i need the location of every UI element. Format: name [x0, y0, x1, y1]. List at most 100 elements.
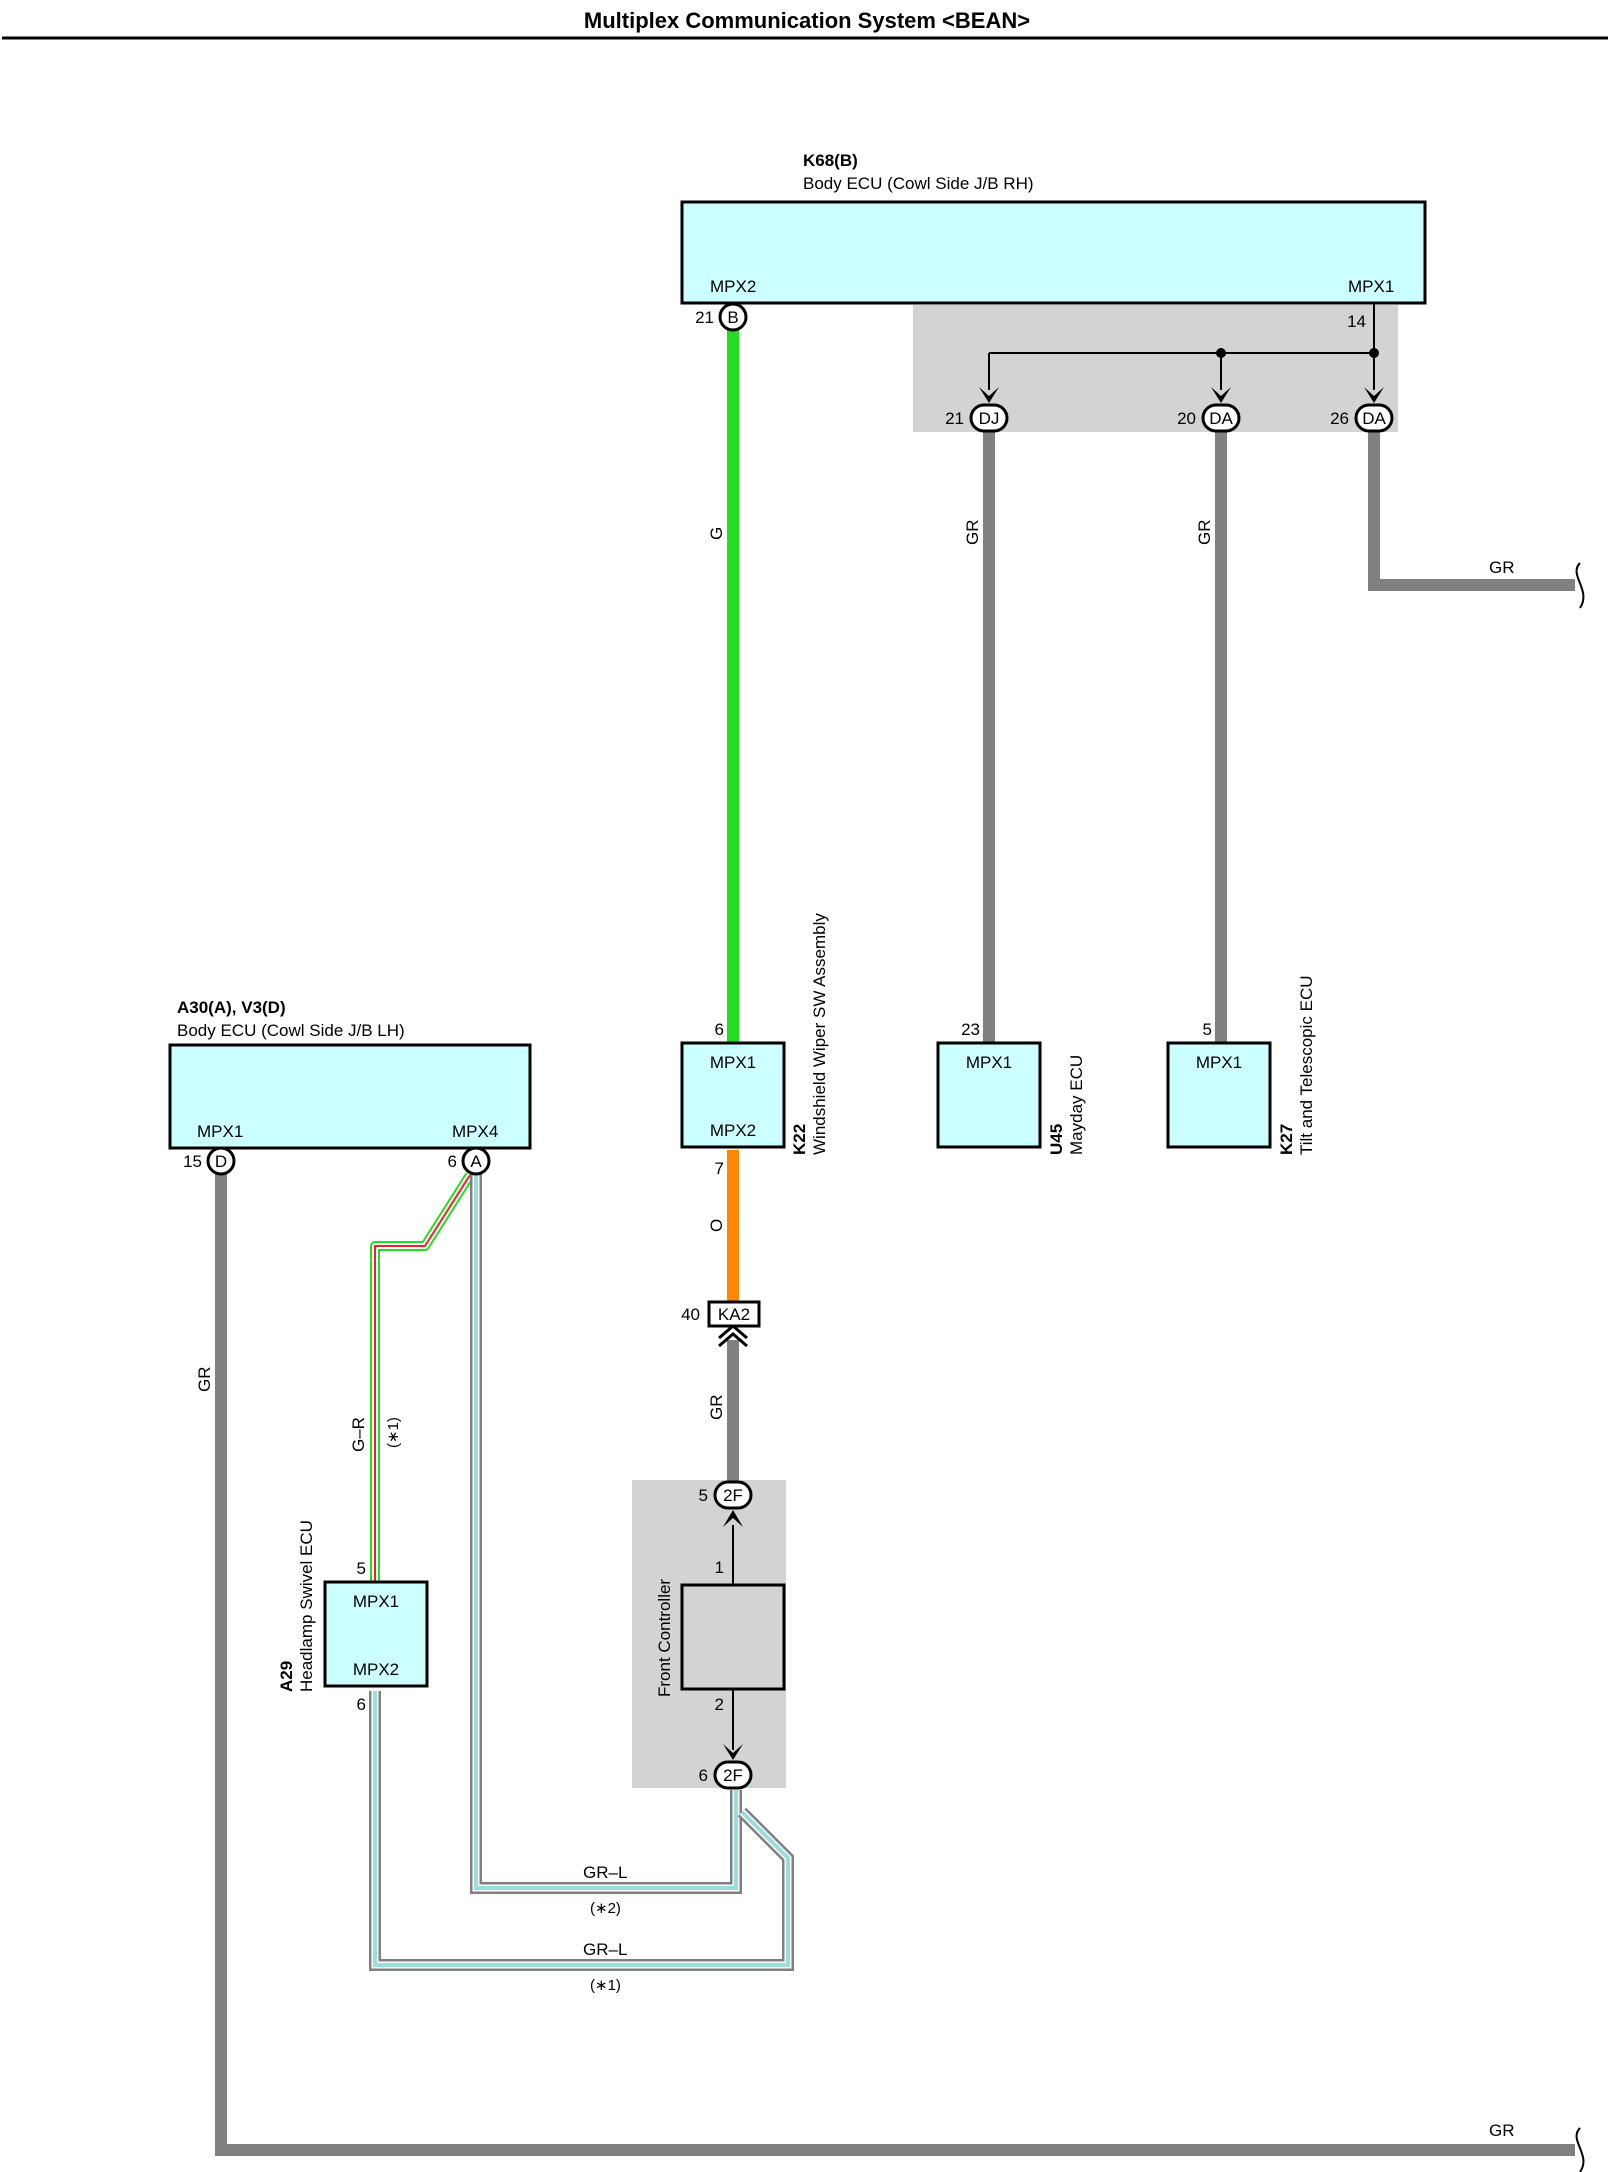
wire-gr-l-2-label: GR–L	[583, 1863, 627, 1882]
wire-da2-gr[interactable]	[1368, 430, 1575, 591]
connector-a30-d[interactable]	[206, 1146, 236, 1176]
wire-ka2-gr-label: GR	[707, 1395, 726, 1421]
connector-da-26[interactable]	[1354, 403, 1394, 433]
wire-g-r-core	[372, 1173, 473, 1582]
wire-break-bottom	[1575, 2127, 1585, 2172]
front-controller-name: Front Controller	[655, 1579, 674, 1697]
connector-2f-top-label: 2F	[723, 1486, 743, 1505]
a29-port-mpx1: MPX1	[353, 1592, 399, 1611]
ka2-chevron-1	[718, 1324, 748, 1340]
front-controller-pin-1: 1	[715, 1558, 724, 1577]
a29-pin-top: 5	[357, 1559, 366, 1578]
k68-code: K68(B)	[803, 151, 858, 170]
arrow-2f-down	[723, 1744, 743, 1760]
a29-name: Headlamp Swivel ECU	[297, 1520, 316, 1692]
wire-gr-l-1-label: GR–L	[583, 1940, 627, 1959]
k27-port-mpx1: MPX1	[1196, 1053, 1242, 1072]
k27-pin: 5	[1203, 1020, 1212, 1039]
connector-a30-a-label: A	[470, 1152, 482, 1171]
wire-gr-l-2-note: (∗2)	[590, 1900, 621, 1917]
wire-gr-l-2-stripe	[474, 1171, 738, 1890]
connector-da-20-label: DA	[1209, 409, 1233, 428]
wire-g-label: G	[707, 527, 726, 540]
ka2-chevron-2	[718, 1332, 748, 1348]
arrow-2f-up	[723, 1510, 743, 1527]
connector-k68-b-pin: 21	[695, 308, 714, 327]
front-controller-pin-2: 2	[715, 1695, 724, 1714]
u45-mayday-ecu-box[interactable]	[936, 1041, 1042, 1149]
connector-a30-d-label: D	[215, 1152, 227, 1171]
a29-headlamp-ecu-box[interactable]	[323, 1580, 429, 1688]
a30-code: A30(A), V3(D)	[177, 998, 286, 1017]
arrow-da1	[1211, 387, 1231, 403]
wire-break-top	[1575, 562, 1585, 609]
k27-tilt-ecu-box[interactable]	[1166, 1041, 1272, 1149]
connector-da-20[interactable]	[1201, 403, 1241, 433]
connector-da-26-label: DA	[1362, 409, 1386, 428]
wire-gr-l-1-stripe	[373, 1691, 790, 1967]
k22-port-mpx2: MPX2	[710, 1121, 756, 1140]
k27-name: Tilt and Telescopic ECU	[1297, 975, 1316, 1155]
connector-da-20-pin: 20	[1177, 409, 1196, 428]
connector-2f-bottom-label: 2F	[723, 1766, 743, 1785]
connector-dj[interactable]	[969, 403, 1009, 433]
connector-da-26-pin: 26	[1330, 409, 1349, 428]
u45-pin: 23	[961, 1020, 980, 1039]
k68-body-ecu-box[interactable]	[680, 200, 1427, 305]
wire-dj-gr-label: GR	[963, 520, 982, 546]
connector-2f-top[interactable]	[713, 1480, 753, 1510]
wire-g-r-stripe	[374, 1174, 471, 1582]
wire-a30-gr[interactable]	[215, 1171, 1575, 2156]
connector-dj-pin: 21	[945, 409, 964, 428]
a30-port-mpx4: MPX4	[452, 1122, 498, 1141]
front-controller-box[interactable]	[680, 1583, 786, 1691]
wire-g-r-label: G–R	[349, 1417, 368, 1452]
wire-g-r-note: (∗1)	[385, 1417, 402, 1448]
connector-2f-bottom[interactable]	[713, 1760, 753, 1790]
connector-k68-b-label: B	[727, 308, 738, 327]
k68-port-mpx1: MPX1	[1348, 277, 1394, 296]
wire-gr-l-1-note: (∗1)	[590, 1977, 621, 1994]
k22-wiper-switch-box[interactable]	[680, 1041, 786, 1149]
wire-da2-gr-label: GR	[1489, 558, 1515, 577]
k68-port-mpx2: MPX2	[710, 277, 756, 296]
u45-code: U45	[1047, 1124, 1066, 1155]
connector-ka2[interactable]	[707, 1300, 761, 1328]
connector-k68-b[interactable]	[718, 302, 748, 332]
page-title: Multiplex Communication System <BEAN>	[584, 8, 1030, 33]
k22-code: K22	[790, 1124, 809, 1155]
a30-body-ecu-box[interactable]	[168, 1043, 532, 1150]
arrow-dj	[979, 387, 999, 403]
k68-name: Body ECU (Cowl Side J/B RH)	[803, 174, 1034, 193]
connector-2f-bottom-pin: 6	[699, 1766, 708, 1785]
wire-bottom-gr-label: GR	[1489, 2121, 1515, 2140]
k68-mpx1-pin: 14	[1347, 312, 1366, 331]
wire-g-r[interactable]	[370, 1172, 475, 1582]
connector-ka2-pin: 40	[681, 1305, 700, 1324]
arrow-da2	[1364, 387, 1384, 403]
a29-code: A29	[277, 1661, 296, 1692]
connector-a30-a-pin: 6	[448, 1152, 457, 1171]
a30-name: Body ECU (Cowl Side J/B LH)	[177, 1021, 405, 1040]
u45-name: Mayday ECU	[1067, 1055, 1086, 1155]
connector-a30-a[interactable]	[461, 1146, 491, 1176]
k22-name: Windshield Wiper SW Assembly	[810, 913, 829, 1155]
k22-port-mpx1: MPX1	[710, 1053, 756, 1072]
k22-pin-bottom: 7	[715, 1159, 724, 1178]
wire-da1-gr-label: GR	[1195, 520, 1214, 546]
a29-pin-bottom: 6	[357, 1695, 366, 1714]
u45-port-mpx1: MPX1	[966, 1053, 1012, 1072]
connector-2f-top-pin: 5	[699, 1486, 708, 1505]
k22-pin-top: 6	[715, 1020, 724, 1039]
a30-port-mpx1: MPX1	[197, 1122, 243, 1141]
k27-code: K27	[1277, 1124, 1296, 1155]
splice-point-2	[1369, 348, 1379, 358]
splice-point-1	[1216, 348, 1226, 358]
connector-dj-label: DJ	[979, 409, 1000, 428]
wire-a30-gr-label: GR	[195, 1367, 214, 1393]
connector-ka2-label: KA2	[718, 1305, 750, 1324]
a29-port-mpx2: MPX2	[353, 1660, 399, 1679]
wire-o-label: O	[707, 1219, 726, 1232]
connector-a30-d-pin: 15	[183, 1152, 202, 1171]
